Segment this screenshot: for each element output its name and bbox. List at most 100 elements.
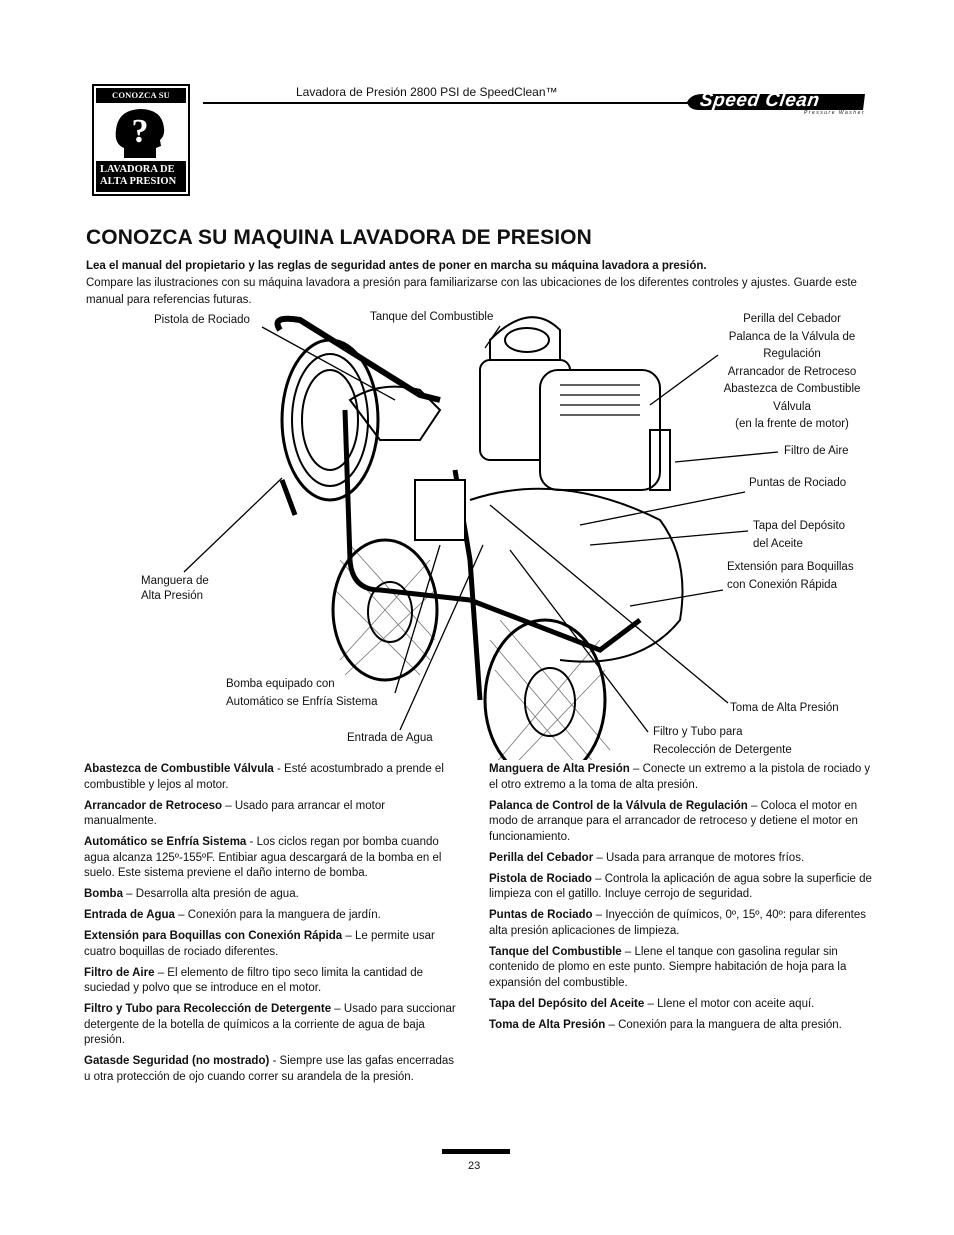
callout-tapa-line: del Aceite: [753, 537, 803, 550]
definition-sep: –: [592, 909, 606, 921]
definition-sep: -: [269, 1055, 280, 1067]
definition-sep: –: [122, 888, 136, 900]
callout-puntas: Puntas de Rociado: [749, 477, 847, 489]
definition-item: Pistola de Rociado – Controla la aplicac…: [489, 872, 874, 903]
definition-text: El elemento de filtro tipo seco limita l…: [84, 966, 423, 995]
definition-text: Conecte un extremo a la pistola de rocia…: [489, 763, 871, 791]
definition-term: Manguera de Alta Presión: [489, 763, 630, 775]
definition-term: Tapa del Depósito del Aceite: [489, 997, 645, 1010]
definition-sep: –: [629, 763, 643, 775]
definition-sep: –: [747, 799, 761, 812]
callout-tapa: Tapa del Depósito del Aceite: [753, 518, 845, 553]
definition-term: Toma de Alta Presión: [489, 1018, 606, 1031]
definition-text: Esté acostumbrado a prende el combustibl…: [84, 763, 444, 791]
definition-text: Usado para succionar detergente de la bo…: [84, 1003, 456, 1046]
definition-item: Gatasde Seguridad (no mostrado) - Siempr…: [84, 1054, 459, 1085]
definition-item: Palanca de Control de la Válvula de Regu…: [489, 799, 874, 846]
callout-bomba-line: Bomba equipado con: [226, 678, 335, 690]
brand-subtitle: Pressure Washer: [804, 110, 866, 116]
definition-term: Automático se Enfría Sistema: [84, 836, 247, 848]
definition-item: Bomba – Desarrolla alta presión de agua.: [84, 887, 459, 903]
definition-sep: –: [593, 851, 606, 864]
definition-text: Llene el motor con aceite aquí.: [657, 997, 815, 1010]
definition-item: Toma de Alta Presión – Conexión para la …: [489, 1018, 874, 1034]
definition-item: Extensión para Boquillas con Conexión Rá…: [84, 929, 459, 960]
callout-filtro-tubo-line: Recolección de Detergente: [653, 743, 792, 756]
definition-text: Controla la aplicación de agua sobre la …: [489, 872, 872, 901]
callout-tanque: Tanque del Combustible: [370, 311, 494, 323]
definition-term: Perilla del Cebador: [489, 851, 594, 864]
definition-text: Coloca el motor en modo de arranque para…: [489, 799, 858, 843]
definition-item: Arrancador de Retroceso – Usado para arr…: [84, 799, 459, 830]
definition-item: Automático se Enfría Sistema - Los ciclo…: [84, 835, 459, 882]
definition-item: Tanque del Combustible – Llene el tanque…: [489, 945, 874, 992]
pressure-washer-illustration: [183, 315, 779, 760]
definitions-right: Manguera de Alta Presión – Conecte un ex…: [489, 762, 874, 1039]
definition-term: Bomba: [84, 888, 123, 900]
definition-term: Pistola de Rociado: [489, 872, 592, 885]
callout-bomba-line: Automático se Enfría Sistema: [226, 695, 378, 708]
definition-term: Entrada de Agua: [84, 909, 175, 921]
callout-filtro-tubo-line: Filtro y Tubo para: [653, 726, 743, 738]
callout-cebador-line: Abastezca de Combustible: [723, 383, 861, 395]
callout-entrada: Entrada de Agua: [347, 732, 433, 744]
definition-text: Siempre use las gafas encerradas u otra …: [84, 1055, 455, 1083]
definition-item: Manguera de Alta Presión – Conecte un ex…: [489, 762, 874, 793]
callout-bomba: Bomba equipado con Automático se Enfría …: [226, 676, 377, 711]
callout-extension-line: con Conexión Rápida: [727, 578, 837, 591]
definition-item: Perilla del Cebador – Usada para arranqu…: [489, 851, 874, 867]
definition-item: Filtro y Tubo para Recolección de Deterg…: [84, 1002, 459, 1049]
definition-sep: -: [246, 836, 257, 848]
definition-sep: –: [174, 909, 188, 921]
definition-sep: –: [222, 799, 235, 812]
definition-text: Conexión para la manguera de alta presió…: [618, 1018, 842, 1031]
definitions-left: Abastezca de Combustible Válvula - Esté …: [84, 762, 459, 1091]
logo-bottom-text: LAVADORA DE ALTA PRESION: [96, 161, 186, 192]
callout-cebador-line: Regulación: [763, 348, 821, 360]
page-number: 23: [468, 1160, 481, 1172]
definition-term: Tanque del Combustible: [489, 945, 622, 958]
definition-item: Abastezca de Combustible Válvula - Esté …: [84, 762, 459, 793]
logo-line-1: LAVADORA DE: [100, 164, 175, 175]
definition-sep: –: [605, 1018, 619, 1031]
definition-term: Arrancador de Retroceso: [84, 799, 223, 812]
definition-term: Palanca de Control de la Válvula de Regu…: [489, 799, 748, 812]
definition-text: Los ciclos regan por bomba cuando agua a…: [84, 836, 442, 879]
callout-manguera-line: Alta Presión: [141, 590, 204, 602]
definition-sep: -: [273, 763, 285, 775]
definition-text: Llene el tanque con gasolina regular sin…: [489, 945, 847, 989]
definition-text: Conexión para la manguera de jardín.: [187, 909, 381, 921]
callout-tapa-line: Tapa del Depósito: [753, 520, 846, 532]
definition-term: Abastezca de Combustible Válvula: [84, 763, 274, 775]
callout-toma: Toma de Alta Presión: [730, 702, 839, 714]
logo-badge: CONOZCA SU MANQUINA ? LAVADORA DE ALTA P…: [92, 84, 190, 196]
callout-filtro-aire: Filtro de Aire: [784, 445, 849, 457]
definition-sep: –: [644, 997, 658, 1010]
definition-item: Entrada de Agua – Conexión para la mangu…: [84, 908, 459, 924]
callout-manguera: Manguera de Alta Presión: [141, 574, 209, 604]
intro-paragraph: Lea el manual del propietario y las regl…: [86, 258, 876, 309]
definition-item: Puntas de Rociado – Inyección de químico…: [489, 908, 874, 939]
definition-term: Puntas de Rociado: [489, 909, 593, 921]
definition-text: Le permite usar cuatro boquillas de roci…: [84, 930, 435, 958]
definition-sep: –: [591, 872, 605, 885]
definition-sep: –: [331, 1003, 344, 1015]
definition-text: Usado para arrancar el motor manualmente…: [84, 799, 386, 828]
callout-cebador-line: Válvula: [773, 400, 811, 413]
svg-text:?: ?: [132, 113, 149, 150]
callout-cebador-line: (en la frente de motor): [735, 418, 849, 430]
callout-filtro-tubo: Filtro y Tubo para Recolección de Deterg…: [653, 724, 792, 759]
definition-text: Usada para arranque de motores fríos.: [605, 851, 805, 864]
callout-cebador-line: Palanca de la Válvula de: [728, 330, 856, 343]
definition-item: Filtro de Aire – El elemento de filtro t…: [84, 966, 459, 997]
definition-sep: –: [342, 930, 355, 942]
intro-bold: Lea el manual del propietario y las regl…: [86, 260, 707, 272]
intro-text: Compare las ilustraciones con su máquina…: [86, 277, 857, 306]
header-title: Lavadora de Presión 2800 PSI de SpeedCle…: [296, 85, 558, 99]
head-question-icon: ?: [96, 103, 186, 161]
logo-top-text: CONOZCA SU MANQUINA: [96, 88, 186, 115]
definition-term: Extensión para Boquillas con Conexión Rá…: [84, 930, 343, 942]
definition-term: Filtro y Tubo para Recolección de Deterg…: [84, 1003, 332, 1015]
brand-swoosh: [687, 94, 865, 110]
page-bar: [442, 1149, 510, 1154]
